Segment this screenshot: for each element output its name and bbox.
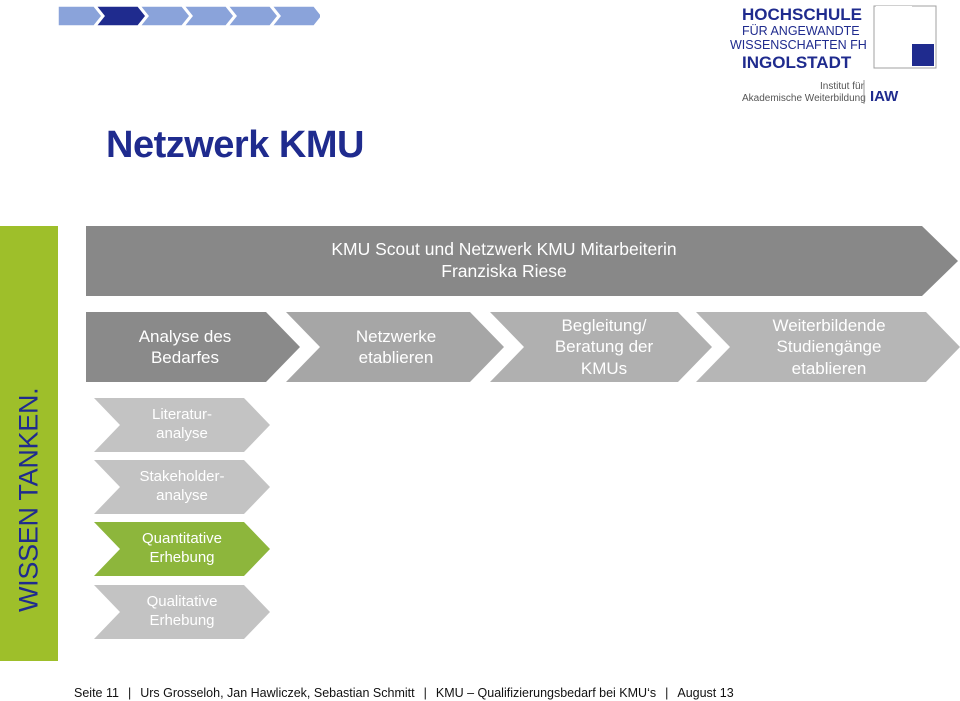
substep-1-line-1: Literatur- — [151, 406, 213, 424]
substep-4-line-1: Qualitative — [146, 593, 218, 611]
footer-separator: | — [423, 686, 427, 700]
nav-segment-4 — [183, 6, 235, 26]
step-arrow-4 — [696, 312, 960, 382]
step-3-label: Begleitung/ Beratung der KMUs — [514, 312, 694, 382]
banner-label: KMU Scout und Netzwerk KMU Mitarbeiterin… — [86, 226, 922, 296]
logo-line-2: FÜR ANGEWANDTE — [742, 24, 860, 38]
logo-square-inner — [912, 44, 934, 66]
footer-separator: | — [665, 686, 669, 700]
footer-authors: Urs Grosseloh, Jan Hawliczek, Sebastian … — [140, 686, 415, 700]
substep-2-label: Stakeholder- analyse — [112, 460, 252, 514]
substep-arrow-2 — [94, 460, 270, 514]
substep-1-label: Literatur- analyse — [112, 398, 252, 452]
progress-navigation — [58, 6, 320, 26]
footer-topic: KMU – Qualifizierungsbedarf bei KMU‘s — [435, 686, 657, 700]
substep-arrow-1 — [94, 398, 270, 452]
substep-arrow-4 — [94, 585, 270, 639]
page-title: Netzwerk KMU — [106, 124, 364, 166]
logo-institute-line-1: Institut für — [820, 81, 865, 92]
substep-3-line-1: Quantitative — [141, 530, 223, 548]
step-3-line-1: Begleitung/ — [561, 316, 647, 336]
step-2-label: Netzwerke etablieren — [306, 312, 486, 382]
step-1-line-1: Analyse des — [138, 326, 232, 346]
logo-square-shadow — [876, 6, 912, 44]
step-4-line-1: Weiterbildende — [772, 316, 886, 336]
substep-1-line-2: analyse — [156, 425, 208, 442]
step-arrow-1 — [86, 312, 300, 382]
banner-line-2: Franziska Riese — [441, 261, 567, 281]
step-1-label: Analyse des Bedarfes — [86, 312, 284, 382]
step-4-label: Weiterbildende Studiengänge etablieren — [726, 312, 932, 382]
substep-4-line-2: Erhebung — [149, 612, 215, 629]
footer: Seite 11 | Urs Grosseloh, Jan Hawliczek, S… — [74, 686, 734, 700]
substep-4-label: Qualitative Erhebung — [112, 585, 252, 639]
step-3-line-3: KMUs — [580, 358, 628, 378]
nav-segment-3 — [139, 6, 191, 26]
substep-2-line-2: analyse — [156, 487, 208, 504]
step-2-line-2: etablieren — [358, 348, 434, 367]
logo-institute-line-2: Akademische Weiterbildung — [742, 93, 866, 104]
footer-separator: | — [127, 686, 132, 700]
nav-segment-6 — [271, 6, 320, 26]
step-4-line-3: etablieren — [791, 358, 867, 378]
footer-date: August 13 — [677, 686, 734, 700]
hochschule-ingolstadt-logo: HOCHSCHULE FÜR ANGEWANDTE WISSENSCHAFTEN… — [730, 5, 937, 105]
substep-2-line-1: Stakeholder- — [139, 468, 225, 486]
step-4-line-2: Studiengänge — [776, 337, 882, 357]
step-2-line-1: Netzwerke — [355, 326, 437, 346]
substep-3-label: Quantitative Erhebung — [112, 522, 252, 576]
step-arrow-2 — [286, 312, 504, 382]
footer-page: Seite 11 — [74, 686, 119, 700]
banner-line-1: KMU Scout und Netzwerk KMU Mitarbeiterin — [331, 239, 677, 260]
side-band: WISSEN TANKEN. — [0, 226, 58, 661]
step-1-line-2: Bedarfes — [150, 348, 220, 367]
logo-line-1: HOCHSCHULE — [742, 5, 862, 24]
banner-arrow — [86, 226, 958, 296]
nav-segment-1 — [58, 6, 103, 26]
logo-line-4: INGOLSTADT — [742, 53, 852, 72]
side-tag: WISSEN TANKEN. — [13, 387, 44, 612]
substep-arrow-3 — [94, 522, 270, 576]
nav-segment-5 — [227, 6, 279, 26]
logo-line-3: WISSENSCHAFTEN FH — [730, 38, 867, 52]
substep-3-line-2: Erhebung — [149, 549, 215, 566]
logo-institute-abbr: IAW — [870, 88, 899, 105]
nav-segment-2 — [95, 6, 147, 26]
step-arrow-3 — [490, 312, 712, 382]
step-3-line-2: Beratung der — [554, 337, 654, 357]
